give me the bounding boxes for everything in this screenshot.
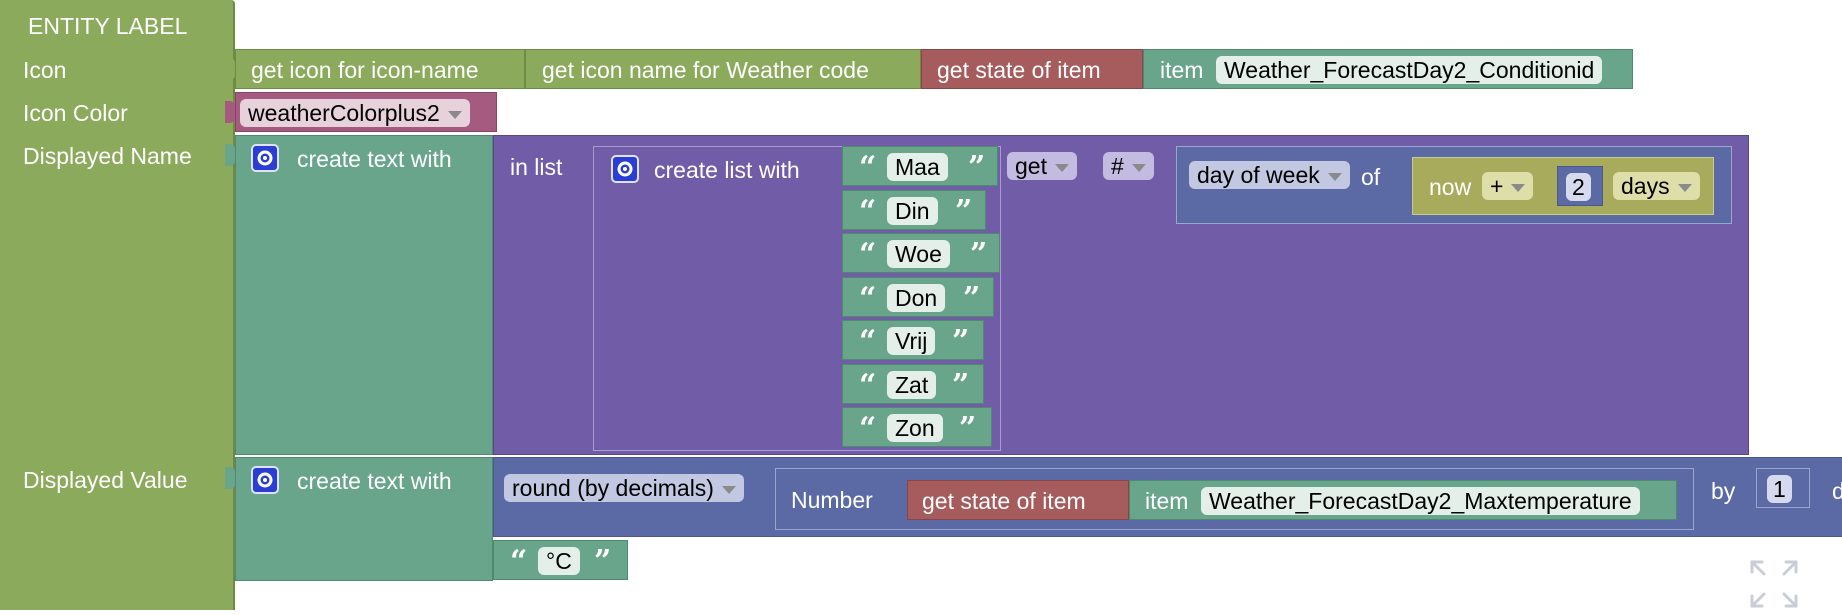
quote-open-icon: “	[510, 544, 528, 579]
list-item-field[interactable]: Vrij	[887, 327, 936, 355]
decimals-field[interactable]: 1	[1767, 475, 1792, 503]
quote-close-icon: ”	[968, 150, 986, 185]
of-label: of	[1361, 164, 1381, 190]
quote-close-icon: ”	[955, 194, 973, 229]
number-label: Number	[791, 487, 873, 513]
quote-open-icon: “	[859, 411, 877, 446]
in-list-label: in list	[510, 154, 563, 180]
quote-close-icon: ”	[952, 368, 970, 403]
create-list-label: create list with	[654, 157, 800, 183]
list-text-item[interactable]: “ Din ”	[842, 190, 986, 230]
quote-close-icon: ”	[952, 324, 970, 359]
item-name-field[interactable]: Weather_ForecastDay2_Maxtemperature	[1201, 487, 1640, 515]
color-variable-block[interactable]: weatherColorplus2	[235, 92, 497, 132]
now-label: now	[1429, 174, 1472, 200]
amount-field[interactable]: 2	[1566, 173, 1591, 201]
round-dropdown[interactable]: round (by decimals)	[504, 474, 744, 502]
create-text-block-value[interactable]: create text with	[235, 457, 493, 581]
create-text-label: create text with	[297, 146, 452, 172]
item-block[interactable]: item Weather_ForecastDay2_Maxtemperature	[1129, 480, 1677, 520]
get-state-label: get state of item	[922, 488, 1086, 514]
list-text-item[interactable]: “ Zon ”	[842, 407, 992, 447]
gear-icon[interactable]	[611, 155, 639, 183]
entity-label-block[interactable]: ENTITY LABEL Icon Icon Color Displayed N…	[0, 0, 235, 610]
entity-label-title: ENTITY LABEL	[28, 13, 188, 39]
quote-open-icon: “	[859, 194, 877, 229]
chevron-down-icon	[1054, 163, 1069, 172]
item-name-field[interactable]: Weather_ForecastDay2_Conditionid	[1216, 56, 1603, 84]
quote-open-icon: “	[859, 368, 877, 403]
list-item-field[interactable]: Zon	[887, 414, 943, 442]
fullscreen-icon[interactable]	[1748, 558, 1800, 610]
row-label-icon-color: Icon Color	[23, 100, 128, 126]
item-label: item	[1145, 488, 1189, 514]
color-variable-value: weatherColorplus2	[248, 100, 440, 126]
unit-value: days	[1621, 173, 1670, 199]
gear-icon[interactable]	[251, 144, 279, 172]
chevron-down-icon	[1677, 183, 1692, 192]
connector-notch	[225, 144, 235, 166]
unit-text-field[interactable]: °C	[538, 547, 580, 575]
color-variable-dropdown[interactable]: weatherColorplus2	[240, 99, 470, 127]
day-of-week-value: day of week	[1197, 162, 1320, 188]
get-icon-block[interactable]: get icon for icon-name	[235, 49, 525, 89]
chevron-down-icon	[721, 485, 736, 494]
connector-notch	[225, 101, 235, 123]
list-item-field[interactable]: Zat	[887, 371, 937, 399]
round-value: round (by decimals)	[512, 475, 714, 501]
list-item-field[interactable]: Maa	[887, 153, 948, 181]
get-icon-name-block[interactable]: get icon name for Weather code	[525, 49, 921, 89]
quote-open-icon: “	[859, 237, 877, 272]
quote-open-icon: “	[859, 150, 877, 185]
get-icon-name-label: get icon name for Weather code	[542, 57, 869, 83]
row-label-displayed-value: Displayed Value	[23, 467, 188, 493]
operator-dropdown[interactable]: +	[1482, 172, 1534, 200]
list-item-field[interactable]: Woe	[887, 240, 950, 268]
row-label-icon: Icon	[23, 57, 67, 83]
index-mode-dropdown[interactable]: #	[1103, 152, 1154, 180]
get-icon-label: get icon for icon-name	[251, 57, 479, 83]
list-text-item[interactable]: “ Maa ”	[842, 146, 998, 186]
quote-close-icon: ”	[594, 544, 612, 579]
get-state-of-item-block[interactable]: get state of item	[907, 480, 1129, 520]
quote-open-icon: “	[859, 281, 877, 316]
item-label: item	[1160, 57, 1204, 83]
connector-notch	[225, 467, 235, 489]
operator-value: +	[1490, 173, 1504, 199]
get-state-label: get state of item	[937, 57, 1101, 83]
unit-text-block[interactable]: “ °C ”	[493, 540, 628, 580]
quote-close-icon: ”	[970, 237, 988, 272]
day-of-week-dropdown[interactable]: day of week	[1189, 161, 1350, 189]
amount-number-block[interactable]: 2	[1557, 166, 1603, 206]
row-label-displayed-name: Displayed Name	[23, 143, 192, 169]
now-plus-block[interactable]: now + 2 days	[1412, 157, 1714, 215]
list-text-item[interactable]: “ Vrij ”	[842, 320, 984, 360]
index-mode-value: #	[1111, 153, 1124, 179]
cut-off-label: d	[1832, 478, 1842, 504]
gear-icon[interactable]	[251, 466, 279, 494]
list-item-field[interactable]: Don	[887, 284, 946, 312]
get-mode-dropdown[interactable]: get	[1007, 152, 1077, 180]
list-text-item[interactable]: “ Zat ”	[842, 364, 984, 404]
chevron-down-icon	[1131, 163, 1146, 172]
unit-dropdown[interactable]: days	[1613, 172, 1700, 200]
quote-close-icon: ”	[963, 281, 981, 316]
by-label: by	[1711, 478, 1736, 504]
quote-open-icon: “	[859, 324, 877, 359]
item-block[interactable]: item Weather_ForecastDay2_Conditionid	[1143, 49, 1633, 89]
list-text-item[interactable]: “ Woe ”	[842, 233, 1000, 273]
chevron-down-icon	[1511, 183, 1526, 192]
connector-notch	[225, 58, 235, 80]
create-text-label: create text with	[297, 468, 452, 494]
quote-close-icon: ”	[959, 411, 977, 446]
list-item-field[interactable]: Din	[887, 197, 938, 225]
get-mode-value: get	[1015, 153, 1047, 179]
chevron-down-icon	[447, 110, 462, 119]
chevron-down-icon	[1327, 172, 1342, 181]
get-state-of-item-block[interactable]: get state of item	[921, 49, 1143, 89]
create-text-block-name[interactable]: create text with	[235, 135, 493, 455]
list-text-item[interactable]: “ Don ”	[842, 277, 994, 317]
decimals-number-block[interactable]: 1	[1756, 468, 1810, 508]
